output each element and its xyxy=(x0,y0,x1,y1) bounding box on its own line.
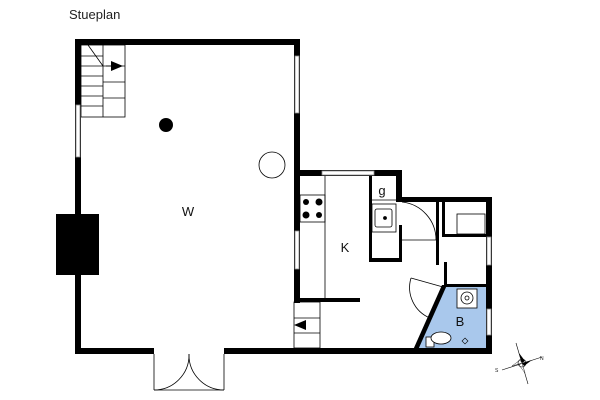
stair-direction-arrow xyxy=(111,61,123,71)
lamp-point xyxy=(159,118,173,132)
staircase xyxy=(80,44,126,118)
room-label-bath: B xyxy=(456,314,465,329)
bath-door xyxy=(409,277,444,319)
kitchen-sink xyxy=(371,203,397,233)
floor-drain xyxy=(461,337,469,345)
room-label-kitchen: K xyxy=(341,240,350,255)
compass-rose: N S xyxy=(495,342,544,385)
step-direction-arrow xyxy=(294,320,306,330)
plan-title: Stueplan xyxy=(69,7,121,22)
fireplace xyxy=(56,214,99,275)
kitchen-counter xyxy=(299,176,326,298)
utility-door xyxy=(401,201,437,241)
round-table xyxy=(258,151,286,179)
interior-walls xyxy=(294,176,488,350)
toilet xyxy=(425,331,452,348)
cooktop xyxy=(302,198,323,219)
compass-south: S xyxy=(495,368,499,374)
room-label-storage: g xyxy=(378,183,385,198)
windows xyxy=(75,55,492,336)
entrance-door xyxy=(153,353,225,391)
exterior-walls xyxy=(75,39,492,354)
utility-cabinet xyxy=(456,213,486,235)
compass-north: N xyxy=(540,356,544,362)
room-label-living: W xyxy=(182,204,195,219)
bath-basin xyxy=(456,288,478,309)
